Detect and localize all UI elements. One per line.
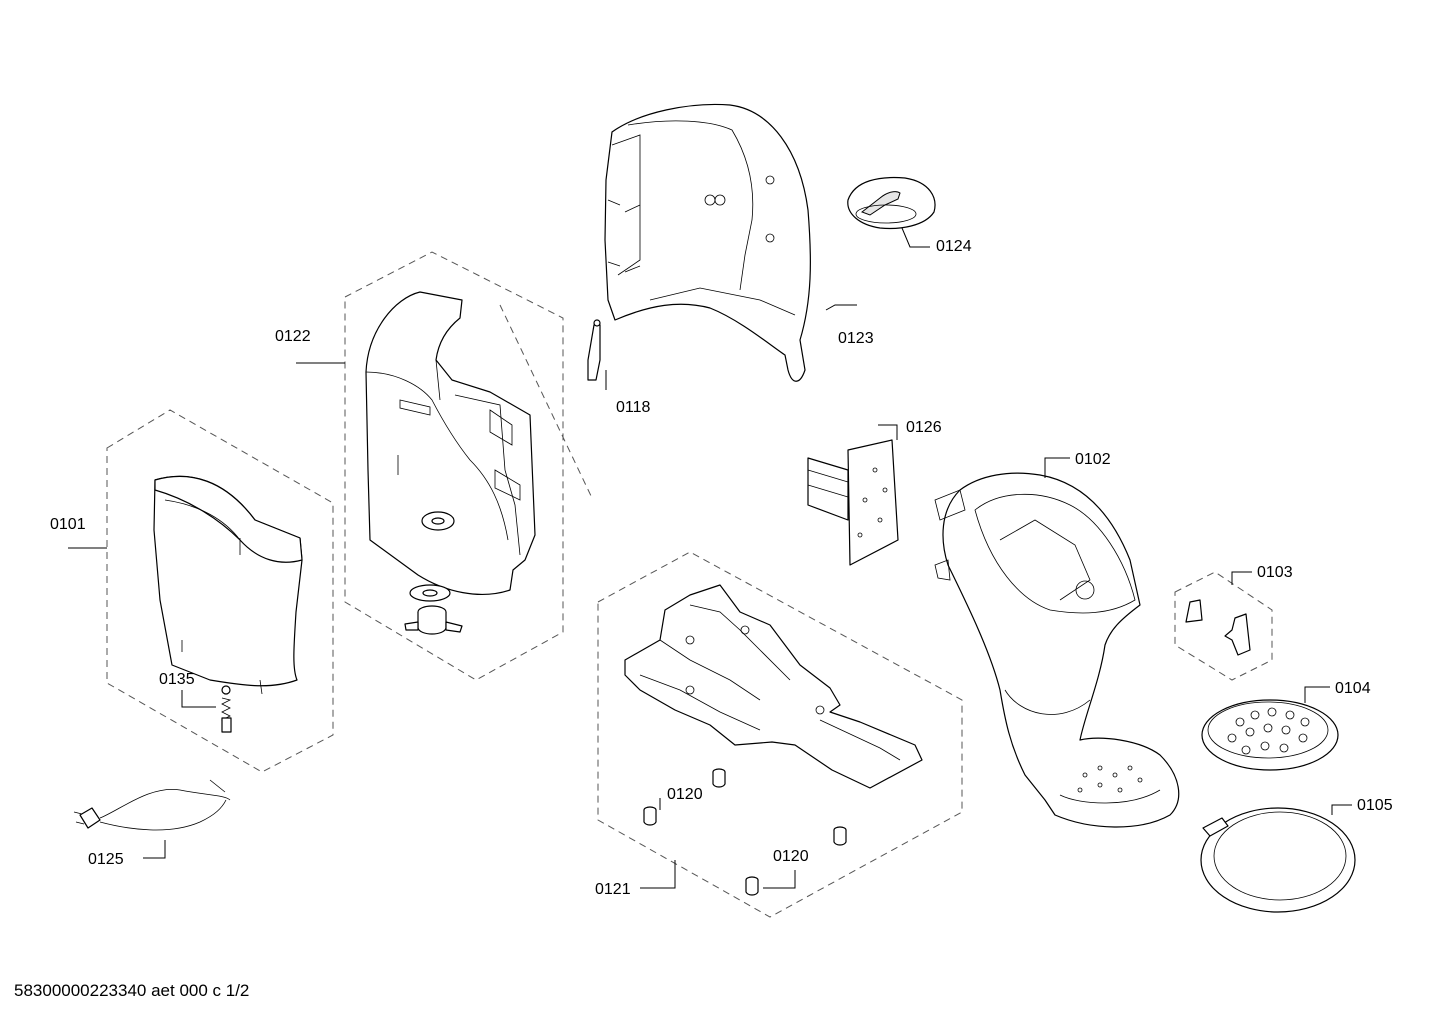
leader-lines <box>68 227 1352 889</box>
group-outline-0103 <box>1174 571 1273 681</box>
callout-0126: 0126 <box>906 419 942 436</box>
part-0122-side-housing <box>365 291 536 595</box>
part-0104-drip-grid <box>1201 699 1339 771</box>
callout-0125: 0125 <box>88 851 124 868</box>
callout-0102: 0102 <box>1075 451 1111 468</box>
part-0120-foot-b <box>712 768 726 788</box>
callout-0105: 0105 <box>1357 797 1393 814</box>
part-0101-water-tank <box>153 475 303 695</box>
part-0105-drip-tray <box>1200 807 1356 913</box>
callout-0103: 0103 <box>1257 564 1293 581</box>
group-outline-0122 <box>344 251 564 681</box>
part-seal-ring <box>409 584 451 602</box>
part-0102-main-body <box>934 472 1180 828</box>
part-0125-power-cord <box>73 779 231 831</box>
part-0120-foot-a <box>643 806 657 826</box>
callout-0120-lower: 0120 <box>773 848 809 865</box>
callout-0122: 0122 <box>275 328 311 345</box>
callout-0120-upper: 0120 <box>667 786 703 803</box>
part-0103-small-parts <box>1185 599 1251 656</box>
callout-0124: 0124 <box>936 238 972 255</box>
callout-0101: 0101 <box>50 516 86 533</box>
callout-0104: 0104 <box>1335 680 1371 697</box>
part-0135-spring <box>221 685 232 733</box>
part-0120-foot-d <box>833 826 847 846</box>
part-0120-foot-c <box>745 876 759 896</box>
callout-0123: 0123 <box>838 330 874 347</box>
callout-0118: 0118 <box>616 399 651 416</box>
document-footer-code: 58300000223340 aet 000 c 1/2 <box>14 981 250 1000</box>
part-0118-clip <box>587 319 601 381</box>
group-outline-0121 <box>597 551 963 918</box>
callout-0121: 0121 <box>595 881 631 898</box>
group-outline-0101 <box>106 409 334 773</box>
part-0124-cap <box>847 176 936 230</box>
part-0126-pcb <box>807 439 899 566</box>
part-0121-base-frame <box>624 584 923 789</box>
part-0123-rear-shell <box>604 103 811 382</box>
callout-0135: 0135 <box>159 671 195 688</box>
part-valve-insert <box>404 605 463 635</box>
